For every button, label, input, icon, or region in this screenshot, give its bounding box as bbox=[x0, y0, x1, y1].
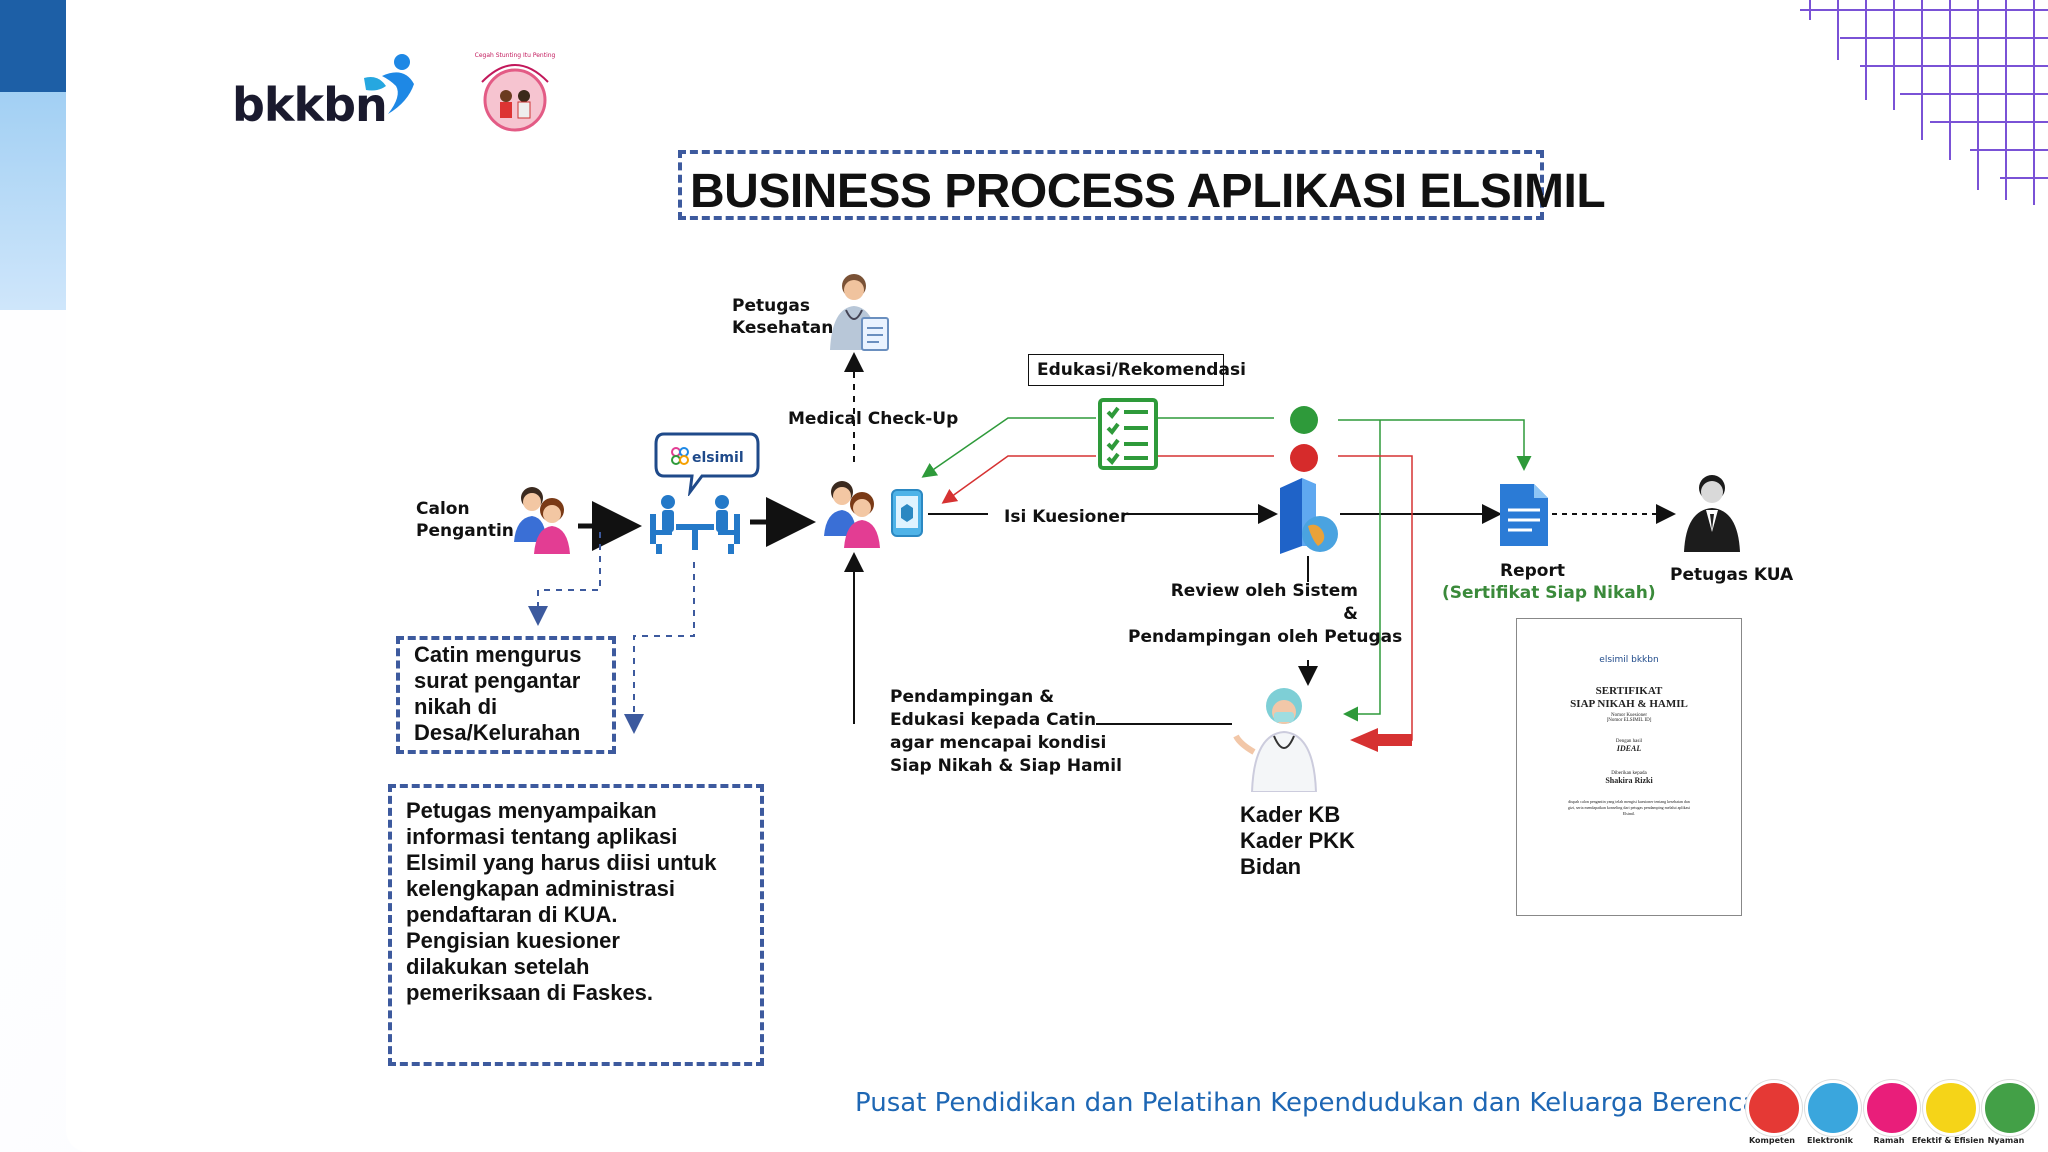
catin-note-text: Catin mengurus surat pengantar nikah di … bbox=[414, 642, 582, 745]
bkkbn-logo-mark-icon bbox=[364, 54, 414, 114]
nurse-icon bbox=[1233, 688, 1318, 792]
badge-elektronik-label: Elektronik bbox=[1807, 1136, 1853, 1145]
stunting-stamp: Cegah Stunting Itu Penting bbox=[474, 52, 556, 134]
label-edukasi: Edukasi/Rekomendasi bbox=[1037, 360, 1246, 380]
catin-note-box: Catin mengurus surat pengantar nikah di … bbox=[396, 636, 616, 754]
certificate-title: SERTIFIKAT SIAP NIKAH & HAMIL bbox=[1570, 685, 1688, 710]
grid-decoration bbox=[1800, 0, 2048, 205]
certificate-subtitle: Nomor Kuesioner [Nomor ELSIMIL ID] bbox=[1606, 713, 1652, 723]
edukasi-box: Edukasi/Rekomendasi bbox=[1028, 354, 1246, 386]
label-petugas-kesehatan: Petugas Kesehatan bbox=[732, 296, 834, 338]
title-box: BUSINESS PROCESS APLIKASI ELSIMIL bbox=[678, 150, 1606, 220]
certificate-given-to: Diberikan kepada bbox=[1611, 771, 1647, 776]
badge-kompeten-icon bbox=[1746, 1080, 1802, 1136]
checklist-icon bbox=[1098, 398, 1158, 470]
red-indicator-icon bbox=[1290, 444, 1318, 472]
server-system-icon bbox=[1280, 478, 1338, 554]
label-kader: Kader KB Kader PKK Bidan bbox=[1240, 802, 1355, 879]
certificate-logos: elsimil bkkbn bbox=[1599, 655, 1659, 665]
label-petugas-kua: Petugas KUA bbox=[1670, 565, 1794, 585]
page-title: BUSINESS PROCESS APLIKASI ELSIMIL bbox=[690, 165, 1606, 218]
footer-institution: Pusat Pendidikan dan Pelatihan Kependudu… bbox=[855, 1088, 1791, 1118]
badge-efektif-icon bbox=[1923, 1080, 1979, 1136]
stamp-text: Cegah Stunting Itu Penting bbox=[474, 52, 556, 59]
petugas-note-text: Petugas menyampaikan informasi tentang a… bbox=[406, 798, 717, 1005]
bkkbn-logo-text: bkkbn bbox=[232, 78, 388, 132]
badge-nyaman-icon bbox=[1982, 1080, 2038, 1136]
doctor-icon bbox=[830, 274, 889, 351]
couple-icon bbox=[514, 487, 570, 554]
stamp-logo-icon bbox=[481, 64, 549, 132]
label-calon-pengantin: Calon Pengantin bbox=[416, 499, 514, 541]
report-document-icon bbox=[1500, 484, 1548, 546]
badge-efektif-label: Efektif & Efisien bbox=[1911, 1136, 1985, 1145]
elsimil-bubble-text: elsimil bbox=[692, 450, 744, 466]
bkkbn-logo: bkkbn bbox=[232, 52, 432, 132]
badge-kompeten-label: Kompeten bbox=[1749, 1136, 1795, 1145]
green-indicator-icon bbox=[1290, 406, 1318, 434]
badge-ramah-label: Ramah bbox=[1873, 1136, 1905, 1145]
badge-ramah-icon bbox=[1864, 1080, 1920, 1136]
label-review: Review oleh Sistem & Pendampingan oleh P… bbox=[1128, 581, 1402, 647]
certificate-name: Shakira Rizki bbox=[1605, 776, 1653, 785]
badge-elektronik-icon bbox=[1805, 1080, 1861, 1136]
meeting-table-icon bbox=[650, 495, 740, 554]
certificate-preview: elsimil bkkbn SERTIFIKAT SIAP NIKAH & HA… bbox=[1516, 618, 1742, 916]
elsimil-bubble-icon bbox=[654, 432, 760, 496]
couple-device-icon bbox=[824, 481, 880, 548]
badge-nyaman-label: Nyaman bbox=[1987, 1136, 2025, 1145]
petugas-note-box: Petugas menyampaikan informasi tentang a… bbox=[388, 784, 764, 1066]
certificate-body: diupah calon pengantin yang telah mengis… bbox=[1567, 799, 1691, 816]
label-pendampingan: Pendampingan & Edukasi kepada Catin agar… bbox=[890, 687, 1122, 776]
certificate-status-label: Dengan hasil bbox=[1615, 739, 1643, 744]
label-medical-checkup: Medical Check-Up bbox=[788, 409, 959, 429]
label-report-sub: (Sertifikat Siap Nikah) bbox=[1442, 583, 1656, 603]
certificate-status: IDEAL bbox=[1616, 744, 1642, 753]
businessman-icon bbox=[1684, 475, 1740, 552]
label-report: Report bbox=[1500, 561, 1565, 581]
smartphone-icon bbox=[891, 489, 923, 537]
label-isi-kuesioner: Isi Kuesioner bbox=[1004, 507, 1129, 527]
